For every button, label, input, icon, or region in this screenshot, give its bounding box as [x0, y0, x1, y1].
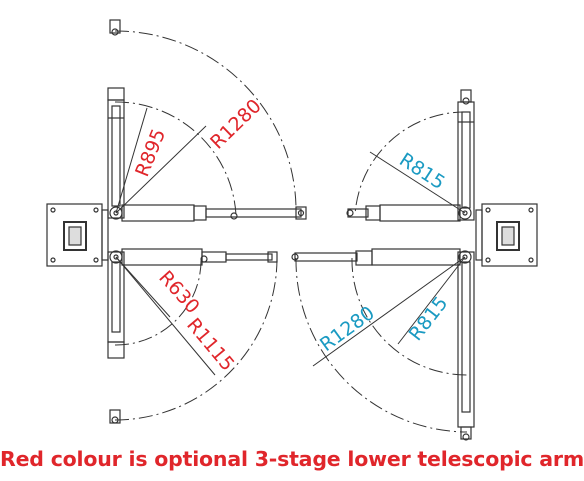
- left-base-plate: [46, 203, 109, 267]
- dim-right-upper: R815: [395, 149, 448, 194]
- right-lower-arm: [291, 248, 472, 266]
- left-column: [107, 19, 125, 424]
- arc-right-lower-inner: [351, 257, 468, 376]
- arc-left-upper-inner: [114, 101, 237, 216]
- dim-left-upper-long: R1280: [206, 95, 266, 154]
- right-base-plate: [475, 203, 538, 267]
- right-column: [457, 89, 475, 441]
- dim-right-lower-short: R815: [405, 293, 453, 346]
- dim-left-lower-short: R630: [154, 267, 203, 318]
- arm-swing-drawing: R895 R1280 R630 R1115 R815 R1280 R815: [46, 19, 538, 441]
- left-upper-arm: [109, 204, 307, 222]
- left-lower-arm: [109, 248, 278, 266]
- radius-lines: [115, 107, 466, 376]
- right-upper-arm: [346, 204, 472, 222]
- arc-left-upper-outer: [114, 30, 297, 216]
- dim-left-upper-short: R895: [131, 126, 170, 180]
- arc-right-upper: [354, 111, 468, 216]
- arc-left-lower-outer: [114, 257, 278, 421]
- swing-arcs: [114, 30, 468, 433]
- dim-left-lower-long: R1115: [182, 314, 238, 375]
- dim-right-lower-long: R1280: [316, 302, 379, 356]
- lift-arm-diagram: R895 R1280 R630 R1115 R815 R1280 R815 Re…: [0, 19, 584, 471]
- caption: Red colour is optional 3-stage lower tel…: [0, 447, 584, 471]
